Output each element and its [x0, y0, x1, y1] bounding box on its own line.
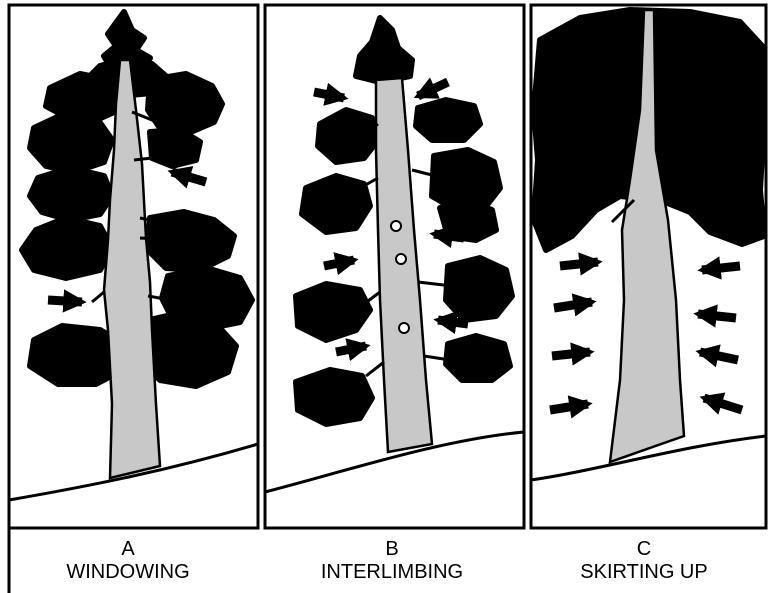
caption-c-letter: C: [520, 538, 768, 561]
panel-a-arrow-right: [48, 300, 82, 302]
caption-b-title: INTERLIMBING: [264, 561, 520, 584]
caption-a-letter: A: [0, 538, 256, 561]
caption-c-title: SKIRTING UP: [520, 561, 768, 584]
panel-a: [9, 5, 258, 528]
caption-c: C SKIRTING UP: [520, 538, 768, 584]
caption-a: A WINDOWING: [0, 538, 256, 584]
panel-b: [265, 5, 524, 528]
panel-c: [531, 5, 766, 528]
caption-b: B INTERLIMBING: [264, 538, 520, 584]
caption-b-letter: B: [264, 538, 520, 561]
caption-a-title: WINDOWING: [0, 561, 256, 584]
